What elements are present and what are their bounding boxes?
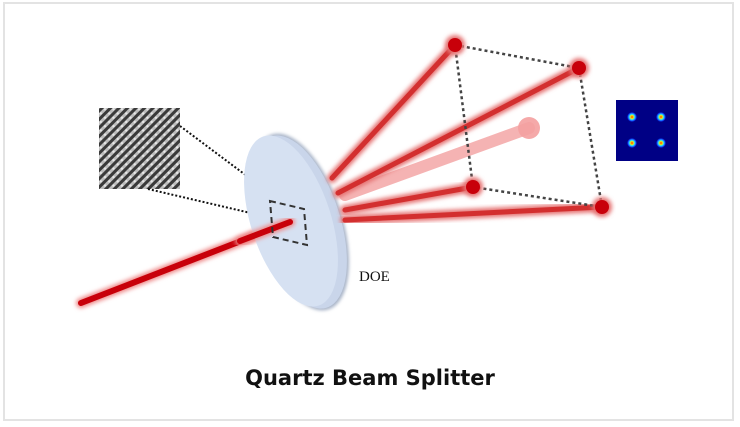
beam-bottom-right	[340, 202, 607, 225]
zoom-line-bottom	[147, 188, 273, 219]
output-spots	[445, 35, 612, 217]
input-beam-on-disk	[235, 217, 295, 246]
intensity-spot-1	[627, 112, 637, 122]
intensity-spot-2	[656, 112, 666, 122]
zero-order-beam	[339, 117, 540, 201]
projection-outline	[453, 43, 604, 209]
doe-region-marker	[268, 199, 309, 247]
figure-title: Quartz Beam Splitter	[245, 366, 495, 390]
doe-disk	[244, 133, 350, 311]
beam-bottom-left	[340, 182, 478, 215]
beam-top-right	[333, 63, 584, 198]
figure-frame	[3, 2, 734, 421]
grating-pattern-inset	[99, 108, 180, 189]
spot-1	[448, 38, 462, 52]
spot-2	[572, 61, 586, 75]
intensity-spot-4	[656, 138, 666, 148]
spot-3	[466, 180, 480, 194]
spot-4	[595, 200, 609, 214]
intensity-spot-3	[627, 138, 637, 148]
far-field-pattern-inset	[616, 100, 678, 161]
zoom-line-top	[179, 125, 284, 204]
output-beams	[327, 40, 607, 225]
beam-top-left	[327, 40, 460, 183]
doe-label: DOE	[359, 269, 390, 285]
